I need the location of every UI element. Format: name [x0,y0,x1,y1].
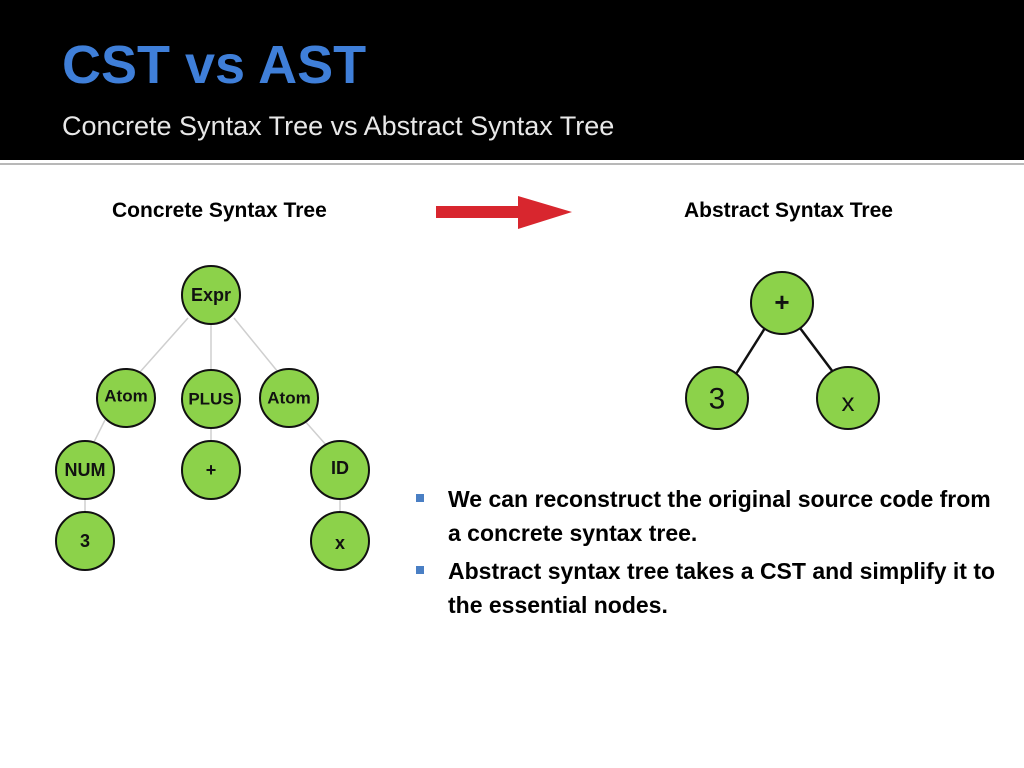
ast-node-right [816,366,880,430]
cst-text-num: NUM [65,460,106,480]
header-divider [0,163,1024,165]
cst-node-three [55,511,115,571]
slide-subtitle: Concrete Syntax Tree vs Abstract Syntax … [62,111,615,141]
cst-node-id [310,440,370,500]
cst-node-expr [181,265,241,325]
ast-edge [734,327,767,375]
cst-text-atom-right: Atom [267,389,310,408]
cst-text-atom-left: Atom [104,387,147,406]
cst-edge [139,317,189,373]
cst-node-num [55,440,115,500]
cst-node-plus-sign [181,440,241,500]
ast-node-left [685,366,749,430]
cst-node-atom-left [96,368,156,428]
cst-text-plus: PLUS [188,390,233,409]
ast-text-root: + [774,287,789,317]
cst-text-plus-sign: + [206,460,217,480]
cst-edge [233,317,279,373]
arrow-right-icon [436,196,572,229]
slide-title: CST vs AST [62,35,367,95]
bullet-item: We can reconstruct the original source c… [414,482,1004,550]
cst-text-id: ID [331,458,349,478]
cst-edge [303,419,328,447]
ast-label: Abstract Syntax Tree [684,199,893,222]
ast-edges [734,327,834,375]
cst-text-three: 3 [80,531,90,551]
square-bullet-icon [416,566,424,574]
cst-label: Concrete Syntax Tree [112,199,327,222]
bullet-item: Abstract syntax tree takes a CST and sim… [414,554,1004,622]
ast-edge [799,327,834,373]
cst-node-plus [181,369,241,429]
ast-text-left: 3 [709,383,726,416]
bullet-list: We can reconstruct the original source c… [414,482,1004,626]
slide-header: CST vs AST Concrete Syntax Tree vs Abstr… [0,0,1024,160]
ast-node-root [750,271,814,335]
cst-text-expr: Expr [191,285,231,305]
cst-node-atom-right [259,368,319,428]
square-bullet-icon [416,494,424,502]
cst-text-x: x [335,533,345,553]
cst-node-x [310,511,370,571]
bullet-text: We can reconstruct the original source c… [448,486,991,546]
bullet-text: Abstract syntax tree takes a CST and sim… [448,558,996,618]
ast-text-right: x [842,387,855,417]
